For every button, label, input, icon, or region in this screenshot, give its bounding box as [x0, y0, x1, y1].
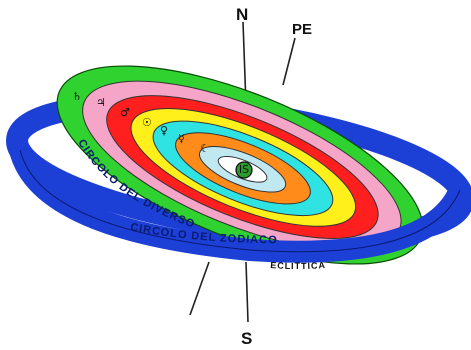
saturn-icon: ♄ [72, 90, 82, 103]
mercury-icon: ☿ [178, 132, 185, 145]
axis-line-pole [283, 38, 295, 85]
ring-text-ecliptic: ECLITTICA [270, 260, 326, 271]
moon-icon: ☾ [200, 142, 210, 155]
north-label: N [236, 5, 248, 24]
pole-label: PE [292, 21, 312, 38]
south-label: S [241, 329, 252, 348]
jupiter-icon: ♃ [96, 96, 106, 109]
axis-line-pole-lower [190, 262, 209, 315]
axis-line-south [246, 262, 248, 322]
mars-icon: ♂ [120, 106, 130, 119]
sun-icon: ☉ [142, 116, 152, 129]
venus-icon: ♀ [160, 124, 168, 137]
earth-label: (IS) [235, 163, 254, 176]
